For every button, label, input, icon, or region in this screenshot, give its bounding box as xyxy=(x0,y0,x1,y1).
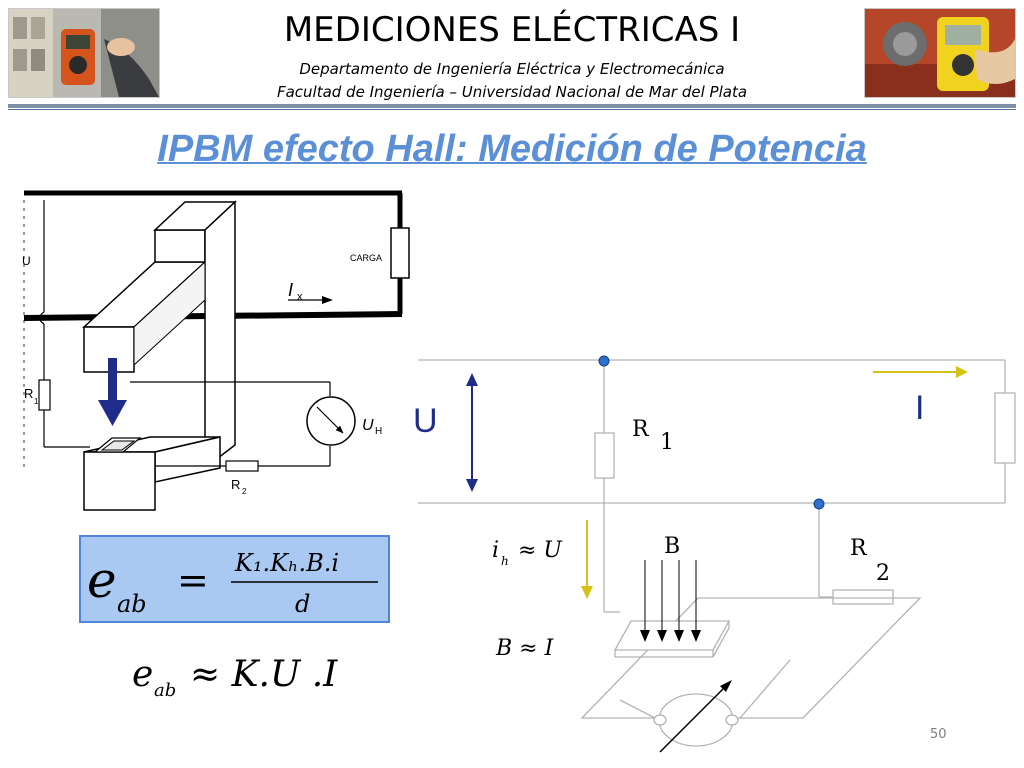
label-uh-sub: H xyxy=(375,426,382,437)
r2-resistor-left xyxy=(225,460,259,472)
r1-resistor-left xyxy=(38,379,51,411)
eq-ih-symbol: i xyxy=(492,538,499,563)
hall-voltmeter-icon xyxy=(658,693,734,747)
node-bottom xyxy=(813,498,825,510)
formula-denominator: d xyxy=(295,590,310,618)
formula-approx: e ab ≈ K.U .I xyxy=(132,654,338,701)
voltage-arrow xyxy=(466,373,478,492)
label-r1-right-num: 1 xyxy=(660,430,674,455)
label-b: B xyxy=(664,534,680,559)
load-resistor xyxy=(994,392,1016,464)
label-r1-left-sub: 1 xyxy=(34,397,39,406)
label-u-right: U xyxy=(413,402,438,440)
page-number: 50 xyxy=(930,727,947,742)
meter-needle-head xyxy=(720,680,732,692)
formula-numerator: K₁.Kₕ.B.i xyxy=(234,549,339,577)
meter-needle xyxy=(659,683,729,753)
eq-ih-subscript: h xyxy=(501,554,509,568)
field-direction-arrow xyxy=(98,358,127,426)
label-carga: CARGA xyxy=(350,253,382,263)
hall-sensor-schematic xyxy=(23,190,410,511)
power-measurement-circuit xyxy=(418,359,1016,747)
r2-resistor xyxy=(832,589,894,605)
formula-ab: ab xyxy=(117,590,147,618)
carga-resistor xyxy=(390,227,410,279)
label-r1-right: R xyxy=(632,417,650,442)
formula-equals: = xyxy=(177,558,209,602)
label-ix-sub: x xyxy=(297,291,303,303)
slide-title: IPBM efecto Hall: Medición de Potencia xyxy=(157,128,867,170)
header-photo-left xyxy=(8,8,160,98)
header-title: MEDICIONES ELÉCTRICAS I xyxy=(283,10,741,50)
formula-box: e ab = K₁.Kₕ.B.i d xyxy=(79,535,390,623)
header-divider xyxy=(8,104,1016,108)
formula2-ab: ab xyxy=(154,680,176,701)
b-field-lines xyxy=(644,560,697,636)
formula2-e: e xyxy=(132,654,153,695)
label-r2-left: R xyxy=(231,477,240,492)
formula-e: e xyxy=(87,551,117,609)
header-divider-thin xyxy=(8,109,1016,110)
label-r2-right-num: 2 xyxy=(876,561,890,586)
current-arrow xyxy=(873,366,968,378)
label-r1-left: R xyxy=(24,386,33,401)
label-u-left: U xyxy=(22,254,31,268)
r1-resistor xyxy=(594,432,615,479)
label-ix: I xyxy=(288,280,293,300)
formula2-rhs: ≈ K.U .I xyxy=(190,654,338,695)
label-i-right: I xyxy=(915,389,924,427)
label-r2-right: R xyxy=(850,536,868,561)
label-uh: U xyxy=(362,417,374,434)
header-subtitle-department: Departamento de Ingeniería Eléctrica y E… xyxy=(299,60,725,78)
b-field-arrowheads xyxy=(640,630,701,642)
eq-b-approx: B ≈ I xyxy=(495,636,555,661)
node-top xyxy=(598,355,610,367)
header-photo-right xyxy=(864,8,1016,98)
header-subtitle-faculty: Facultad de Ingeniería – Universidad Nac… xyxy=(276,83,748,101)
label-r2-left-sub: 2 xyxy=(242,487,247,496)
eq-ih-rhs: ≈ U xyxy=(518,538,563,563)
hall-current-arrow xyxy=(581,520,593,599)
